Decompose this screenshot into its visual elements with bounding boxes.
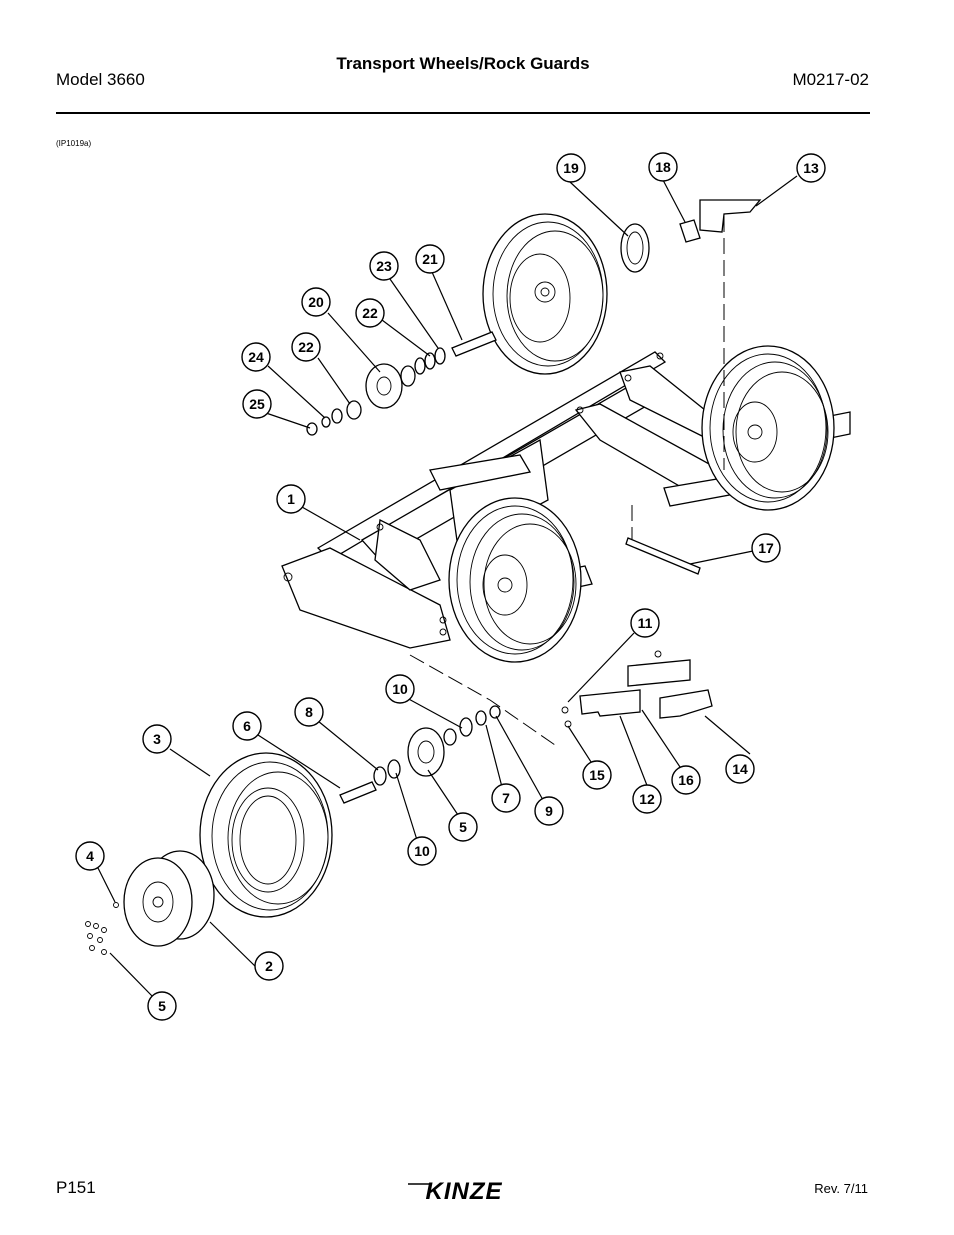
svg-text:10: 10: [392, 681, 408, 697]
svg-text:15: 15: [589, 767, 605, 783]
callout-2: 2: [254, 951, 284, 981]
callout-18: 18: [648, 152, 678, 182]
svg-text:5: 5: [158, 998, 166, 1014]
svg-text:KINZE: KINZE: [426, 1178, 503, 1205]
callout-21: 21: [415, 244, 445, 274]
callout-6: 6: [232, 711, 262, 741]
svg-text:1: 1: [287, 491, 295, 507]
part-17-shape: [625, 537, 701, 575]
frame-front-wheel: [448, 497, 582, 663]
svg-text:18: 18: [655, 159, 671, 175]
callout-13: 13: [796, 153, 826, 183]
svg-text:4: 4: [86, 848, 94, 864]
svg-text:7: 7: [502, 790, 510, 806]
callout-15: 15: [582, 760, 612, 790]
svg-text:10: 10: [414, 843, 430, 859]
alignment-line-lower: [409, 654, 556, 746]
callout-14: 14: [725, 754, 755, 784]
callout-19: 19: [556, 153, 586, 183]
callout-4: 4: [75, 841, 105, 871]
kinze-logo: KINZE: [408, 1178, 503, 1205]
leader-lines: [96, 175, 798, 999]
callout-20: 20: [301, 287, 331, 317]
callout-17: 17: [751, 533, 781, 563]
callout-5-hub: 5: [448, 812, 478, 842]
svg-text:19: 19: [563, 160, 579, 176]
svg-text:5: 5: [459, 819, 467, 835]
header-rule: [56, 112, 870, 114]
callout-22-upper: 22: [355, 298, 385, 328]
revision-label: Rev. 7/11: [814, 1181, 868, 1196]
svg-text:22: 22: [298, 339, 314, 355]
upper-wheel: [306, 199, 762, 436]
frame-rear-wheel: [701, 345, 835, 511]
callout-5-lower: 5: [147, 991, 177, 1021]
svg-text:6: 6: [243, 718, 251, 734]
svg-text:17: 17: [758, 540, 774, 556]
svg-text:24: 24: [248, 349, 264, 365]
svg-text:2: 2: [265, 958, 273, 974]
callout-25: 25: [242, 389, 272, 419]
svg-text:3: 3: [153, 731, 161, 747]
lower-tire: [199, 752, 333, 918]
callout-8: 8: [294, 697, 324, 727]
callout-23: 23: [369, 251, 399, 281]
lower-rim: [85, 850, 215, 955]
model-label: Model 3660: [56, 70, 145, 89]
page-number: P151: [56, 1178, 96, 1197]
svg-text:16: 16: [678, 772, 694, 788]
svg-text:23: 23: [376, 258, 392, 274]
svg-text:14: 14: [732, 761, 748, 777]
svg-text:25: 25: [249, 396, 265, 412]
svg-text:8: 8: [305, 704, 313, 720]
callout-9: 9: [534, 796, 564, 826]
callout-1: 1: [276, 484, 306, 514]
callout-16: 16: [671, 765, 701, 795]
callout-11: 11: [630, 608, 660, 638]
svg-text:12: 12: [639, 791, 655, 807]
svg-text:21: 21: [422, 251, 438, 267]
manual-number: M0217-02: [792, 70, 869, 89]
callout-22-lower: 22: [291, 332, 321, 362]
svg-text:22: 22: [362, 305, 378, 321]
callout-3: 3: [142, 724, 172, 754]
svg-text:20: 20: [308, 294, 324, 310]
svg-text:9: 9: [545, 803, 553, 819]
callout-10-lower: 10: [407, 836, 437, 866]
callout-24: 24: [241, 342, 271, 372]
callout-10-upper: 10: [385, 674, 415, 704]
page-title: Transport Wheels/Rock Guards: [336, 54, 590, 73]
lower-hub-set: [339, 705, 501, 804]
figure-id: (IP1019a): [56, 139, 92, 148]
svg-text:11: 11: [638, 615, 653, 631]
callout-12: 12: [632, 784, 662, 814]
callout-7: 7: [491, 783, 521, 813]
svg-text:13: 13: [803, 160, 819, 176]
rock-guard-brackets: [561, 650, 713, 728]
